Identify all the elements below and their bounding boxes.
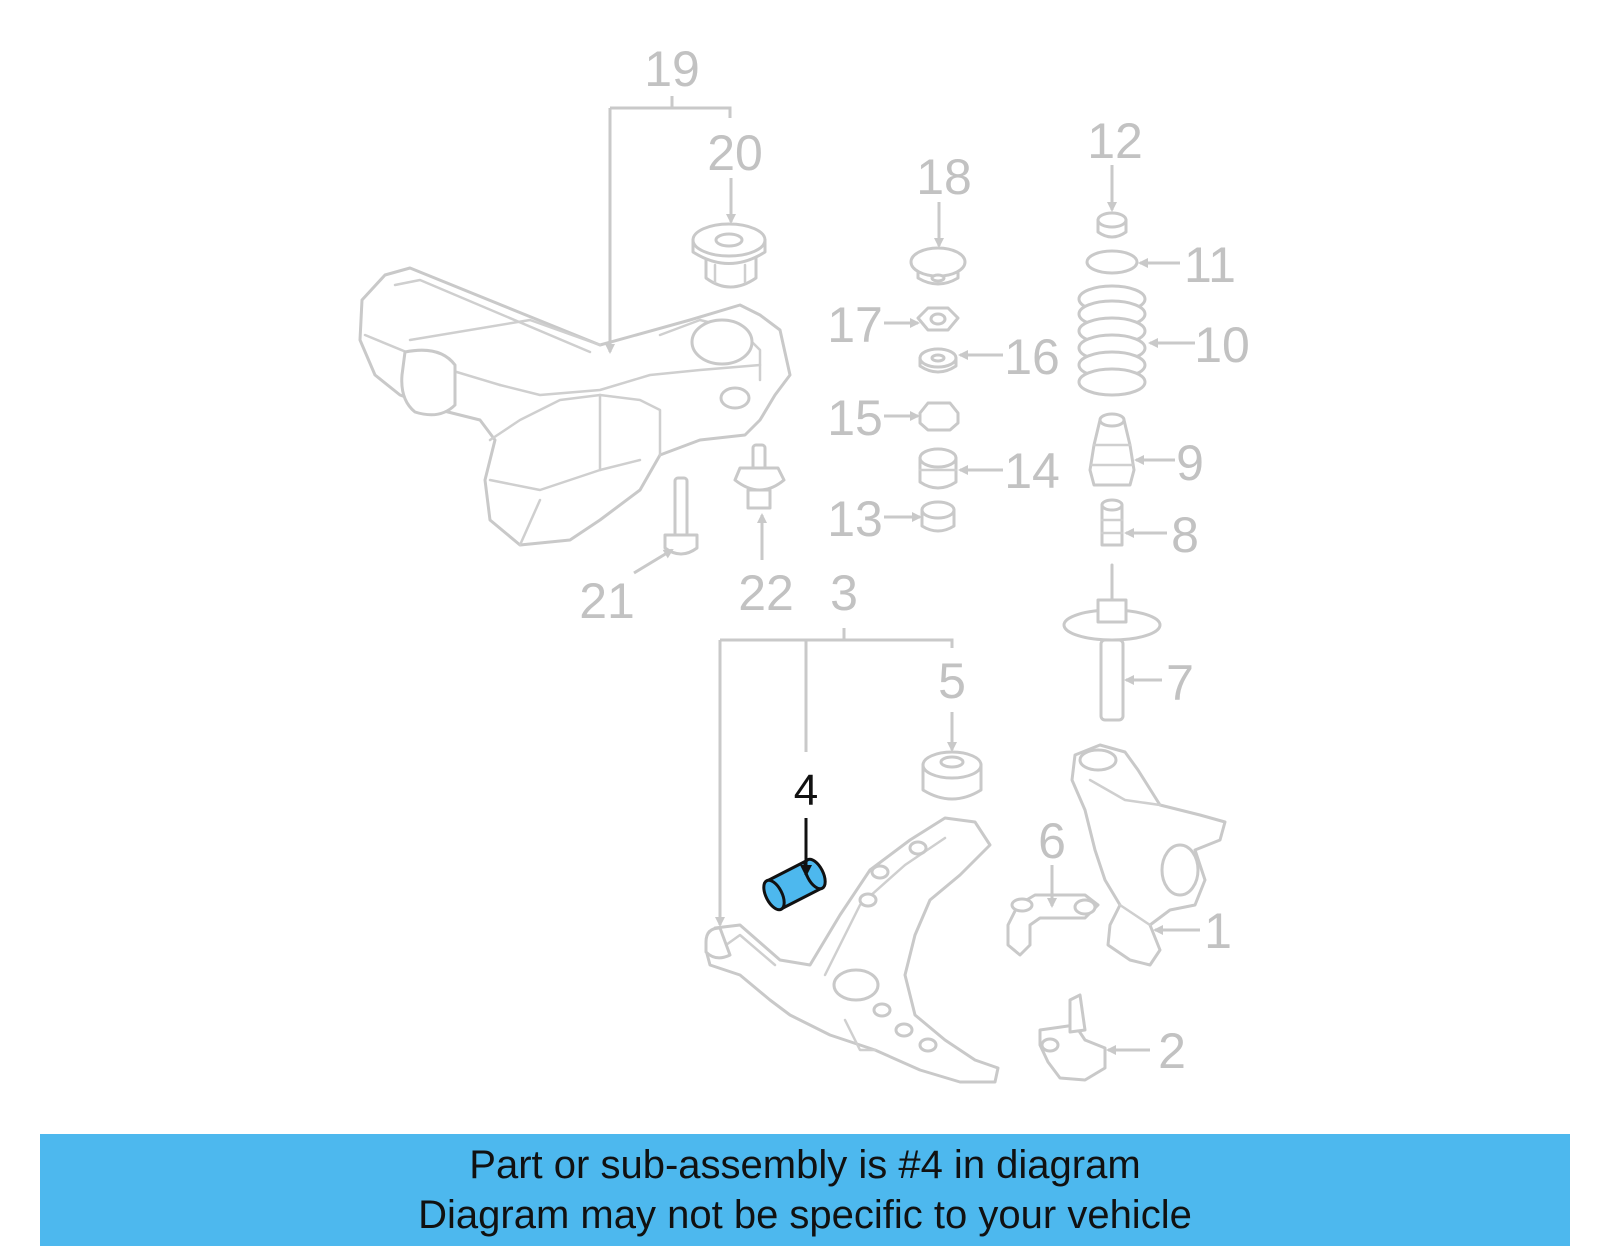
callout-14: 14 — [1004, 443, 1060, 499]
part-18-washer — [909, 246, 967, 286]
callout-labels: 19 20 18 12 11 17 16 10 15 14 9 13 8 21 … — [579, 41, 1250, 1079]
callout-15: 15 — [827, 390, 883, 446]
callout-7: 7 — [1166, 655, 1194, 711]
banner-line-disclaimer: Diagram may not be specific to your vehi… — [418, 1193, 1192, 1237]
leader-lines — [605, 96, 1200, 1055]
part-2-ball-joint — [1038, 993, 1107, 1082]
callout-3: 3 — [830, 565, 858, 621]
callout-22: 22 — [738, 565, 794, 621]
info-banner: Part or sub-assembly is #4 in diagram Di… — [40, 1134, 1570, 1246]
callout-4: 4 — [794, 766, 818, 815]
part-14-bushing — [918, 447, 958, 490]
part-20-mount-bushing — [691, 222, 767, 289]
callout-16: 16 — [1004, 329, 1060, 385]
part-11-ring — [1085, 249, 1139, 275]
banner-line-part-number: Part or sub-assembly is #4 in diagram — [469, 1143, 1141, 1187]
callout-19: 19 — [644, 41, 700, 97]
part-17-nut — [916, 306, 960, 332]
part-15-nut — [918, 401, 960, 432]
callout-11: 11 — [1184, 237, 1236, 293]
callout-6: 6 — [1038, 813, 1066, 869]
part-7-strut — [1062, 563, 1162, 722]
part-21-bolt — [663, 476, 699, 556]
part-3-control-arm — [704, 816, 1000, 1084]
callout-2: 2 — [1158, 1023, 1186, 1079]
callout-8: 8 — [1171, 507, 1199, 563]
callout-17: 17 — [827, 297, 883, 353]
callout-20: 20 — [707, 125, 763, 181]
part-9-bump-boot — [1088, 412, 1136, 487]
part-13-bushing — [920, 500, 956, 533]
part-1-knuckle — [1070, 743, 1227, 967]
callout-10: 10 — [1194, 317, 1250, 373]
part-12-cap — [1096, 211, 1128, 239]
part-22-bolt — [733, 443, 786, 510]
part-6-link — [1006, 893, 1100, 957]
part-4-bushing-highlighted — [762, 857, 827, 912]
callout-5: 5 — [938, 653, 966, 709]
callout-21: 21 — [579, 573, 635, 629]
callout-18: 18 — [916, 149, 972, 205]
part-10-coil-spring — [1077, 284, 1147, 397]
callout-13: 13 — [827, 491, 883, 547]
callout-1: 1 — [1204, 903, 1232, 959]
suspension-parts-diagram: 19 20 18 12 11 17 16 10 15 14 9 13 8 21 … — [358, 41, 1250, 1084]
subframe-crossmember — [358, 266, 792, 547]
callout-9: 9 — [1176, 435, 1204, 491]
part-5-bushing — [921, 750, 983, 801]
callout-12: 12 — [1087, 113, 1143, 169]
part-8-bump-stop — [1100, 498, 1124, 547]
part-16-washer — [918, 347, 958, 374]
